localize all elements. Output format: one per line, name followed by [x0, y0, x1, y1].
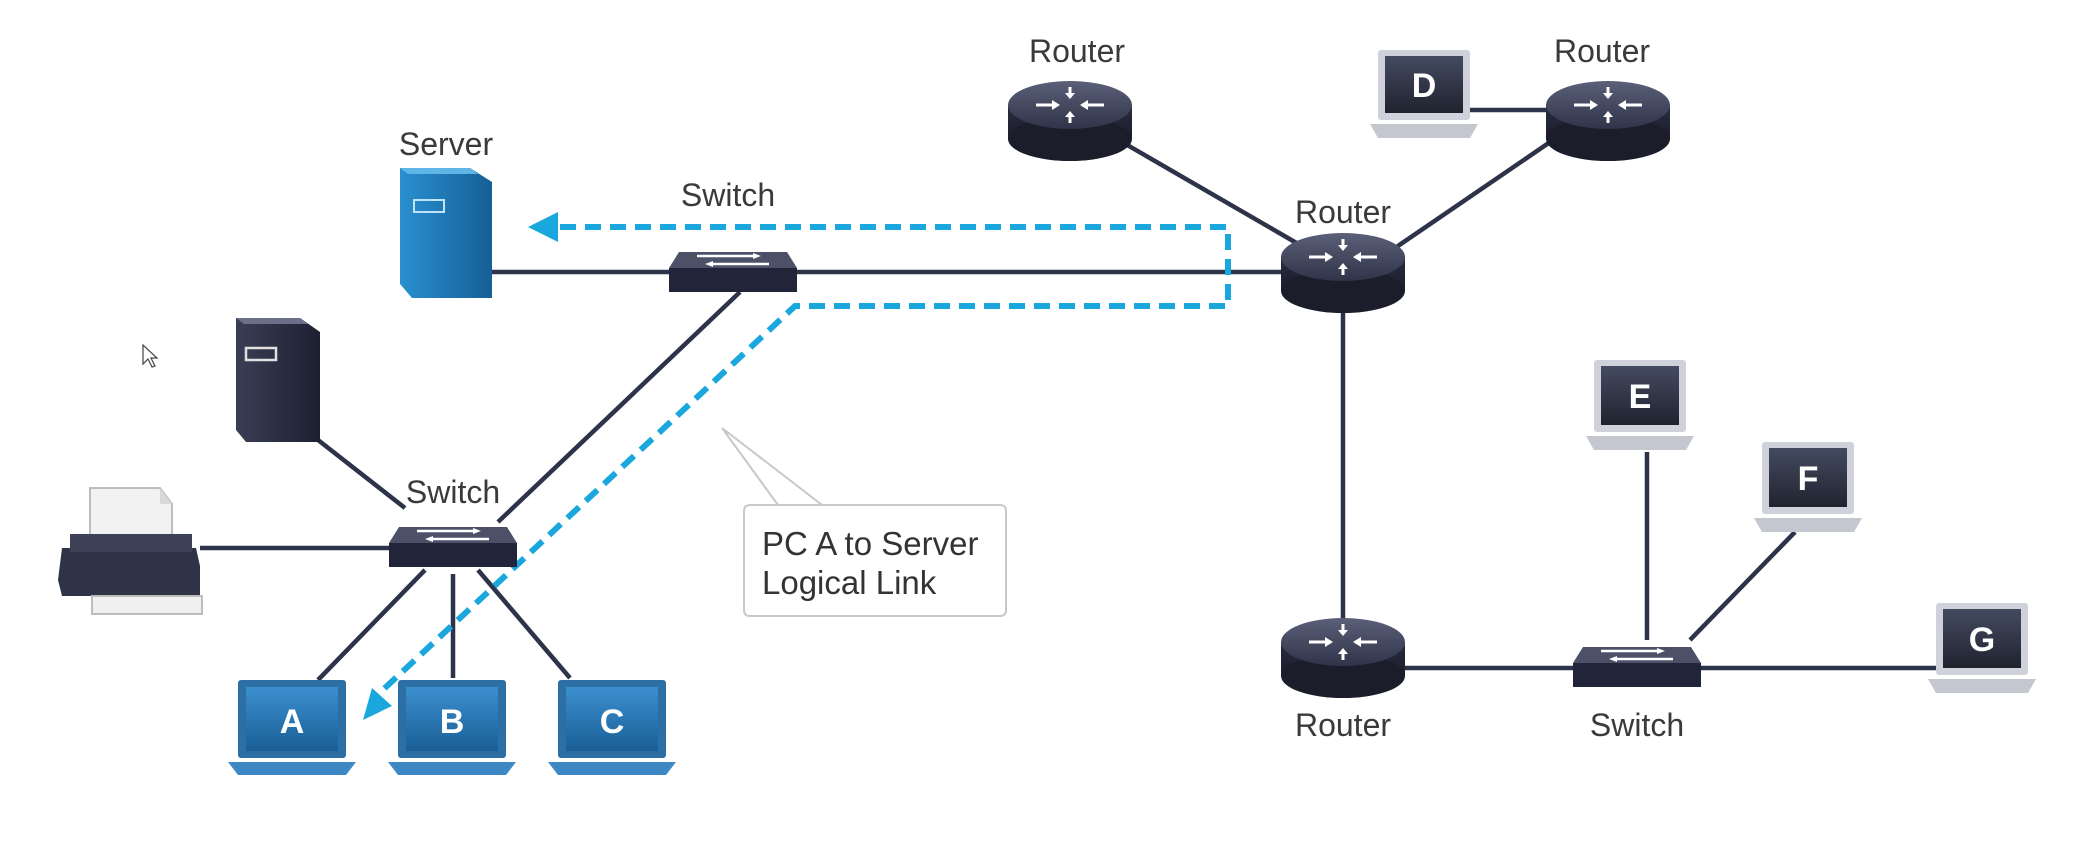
server-dark	[236, 318, 320, 442]
router-top-left	[1006, 79, 1134, 163]
router-icon	[1544, 79, 1672, 163]
pc-g: G	[1928, 603, 2036, 693]
switch-left	[387, 525, 519, 569]
link-router-topleft-center	[1108, 133, 1302, 247]
pc-g-label: G	[1969, 621, 1995, 659]
switch-top	[667, 250, 799, 294]
pc-d-label: D	[1412, 67, 1437, 105]
router-icon	[1279, 231, 1407, 315]
pc-b-label: B	[440, 703, 465, 741]
router-center-label: Router	[1295, 194, 1391, 230]
logical-path-arrow-server	[528, 212, 558, 242]
logical-path-arrow-pca	[363, 688, 392, 720]
router-top-right	[1544, 79, 1672, 163]
pc-f: F	[1754, 442, 1862, 532]
callout-box	[721, 427, 1007, 617]
switch-top-label: Switch	[681, 177, 775, 213]
pc-d: D	[1370, 50, 1478, 138]
logical-path	[369, 224, 1231, 703]
physical-links	[200, 107, 1940, 682]
pc-a-label: A	[280, 703, 305, 741]
link-switch-pcf	[1688, 530, 1797, 642]
server-blue	[400, 168, 492, 298]
router-bottom	[1279, 616, 1407, 700]
pc-a: A	[228, 680, 356, 775]
server-icon	[236, 318, 320, 442]
pc-b: B	[388, 680, 516, 775]
router-top-left-label: Router	[1029, 33, 1125, 69]
server-label: Server	[399, 126, 494, 162]
switch-right-label: Switch	[1590, 707, 1684, 743]
callout: PC A to Server Logical Link	[721, 427, 1007, 617]
callout-line-2: Logical Link	[762, 564, 937, 601]
router-bottom-label: Router	[1295, 707, 1391, 743]
printer-icon	[89, 487, 173, 541]
callout-line-1: PC A to Server	[762, 525, 978, 562]
server-icon	[400, 168, 492, 298]
switch-icon	[667, 250, 799, 294]
pc-e-label: E	[1629, 378, 1652, 416]
link-switch-pcc	[476, 568, 572, 680]
link-router-topright-center	[1393, 123, 1577, 250]
link-switch-pca	[316, 568, 427, 682]
switch-icon	[1571, 645, 1703, 689]
mouse-pointer-icon	[142, 343, 159, 368]
switch-left-label: Switch	[406, 474, 500, 510]
router-top-right-label: Router	[1554, 33, 1650, 69]
router-center	[1279, 231, 1407, 315]
router-icon	[1279, 616, 1407, 700]
mouse-pointer	[142, 343, 159, 368]
switch-icon	[387, 525, 519, 569]
pc-e: E	[1586, 360, 1694, 450]
router-icon	[1006, 79, 1134, 163]
pc-c-label: C	[600, 703, 625, 741]
link-dark-server-switch	[316, 438, 407, 510]
switch-right	[1571, 645, 1703, 689]
pc-c: C	[548, 680, 676, 775]
link-switch-top-left	[496, 290, 742, 524]
pc-f-label: F	[1798, 460, 1819, 498]
printer	[58, 487, 203, 615]
